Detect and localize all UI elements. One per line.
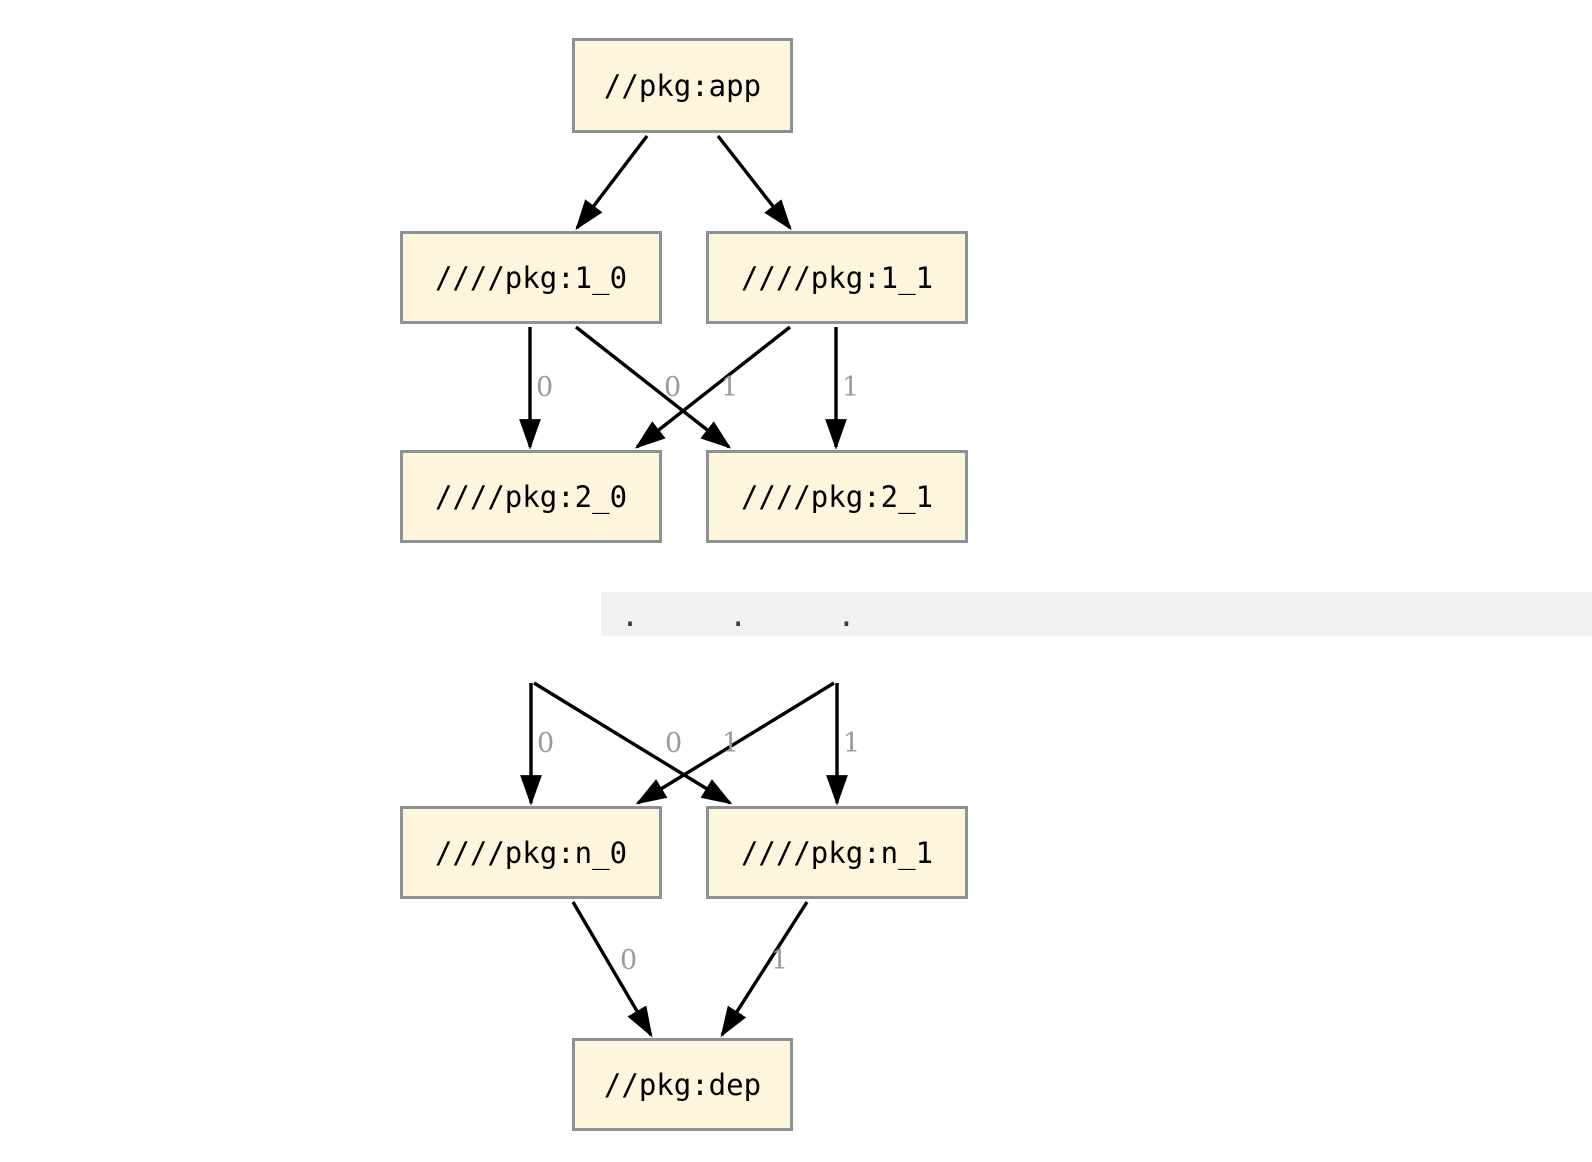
node-label: //pkg:dep — [603, 1067, 762, 1102]
edge-label: 1 — [722, 728, 740, 759]
edge-p1_0-to-p2_1 — [574, 325, 732, 449]
edge-label: 0 — [664, 372, 682, 403]
node-app[interactable]: //pkg:app — [572, 38, 793, 133]
node-label: //pkg:app — [603, 68, 762, 103]
edge-label: 0 — [620, 945, 638, 976]
node-dep[interactable]: //pkg:dep — [572, 1038, 793, 1131]
ellipsis-dots: . . . — [621, 599, 874, 634]
edge-label: 1 — [771, 945, 789, 976]
node-label: ////pkg:2_0 — [434, 479, 628, 514]
node-label: ////pkg:n_0 — [434, 835, 628, 870]
edge-label: 1 — [721, 372, 739, 403]
node-p2_0[interactable]: ////pkg:2_0 — [400, 450, 662, 543]
edge-p1_1-to-p2_0 — [634, 325, 792, 449]
node-label: ////pkg:1_0 — [434, 260, 628, 295]
edge-upstream-to-pn_1 — [533, 681, 733, 805]
edge-app-to-p1_0 — [575, 134, 649, 231]
edge-app-to-p1_1 — [716, 134, 792, 231]
node-p1_1[interactable]: ////pkg:1_1 — [706, 231, 968, 324]
edge-label: 0 — [536, 372, 554, 403]
edge-pn_1-to-dep — [720, 901, 809, 1038]
node-label: ////pkg:2_1 — [740, 479, 934, 514]
edges-group — [519, 134, 848, 1038]
ellipsis-band: . . . — [601, 592, 1592, 636]
node-label: ////pkg:1_1 — [740, 260, 934, 295]
edge-label: 1 — [842, 372, 860, 403]
node-pn_0[interactable]: ////pkg:n_0 — [400, 806, 662, 899]
edge-upstream-to-pn_0 — [635, 681, 835, 805]
edge-label: 1 — [843, 728, 861, 759]
edge-label: 0 — [537, 728, 555, 759]
edge-pn_0-to-dep — [571, 901, 653, 1038]
node-pn_1[interactable]: ////pkg:n_1 — [706, 806, 968, 899]
node-p2_1[interactable]: ////pkg:2_1 — [706, 450, 968, 543]
node-label: ////pkg:n_1 — [740, 835, 934, 870]
edge-label: 0 — [665, 728, 683, 759]
node-p1_0[interactable]: ////pkg:1_0 — [400, 231, 662, 324]
